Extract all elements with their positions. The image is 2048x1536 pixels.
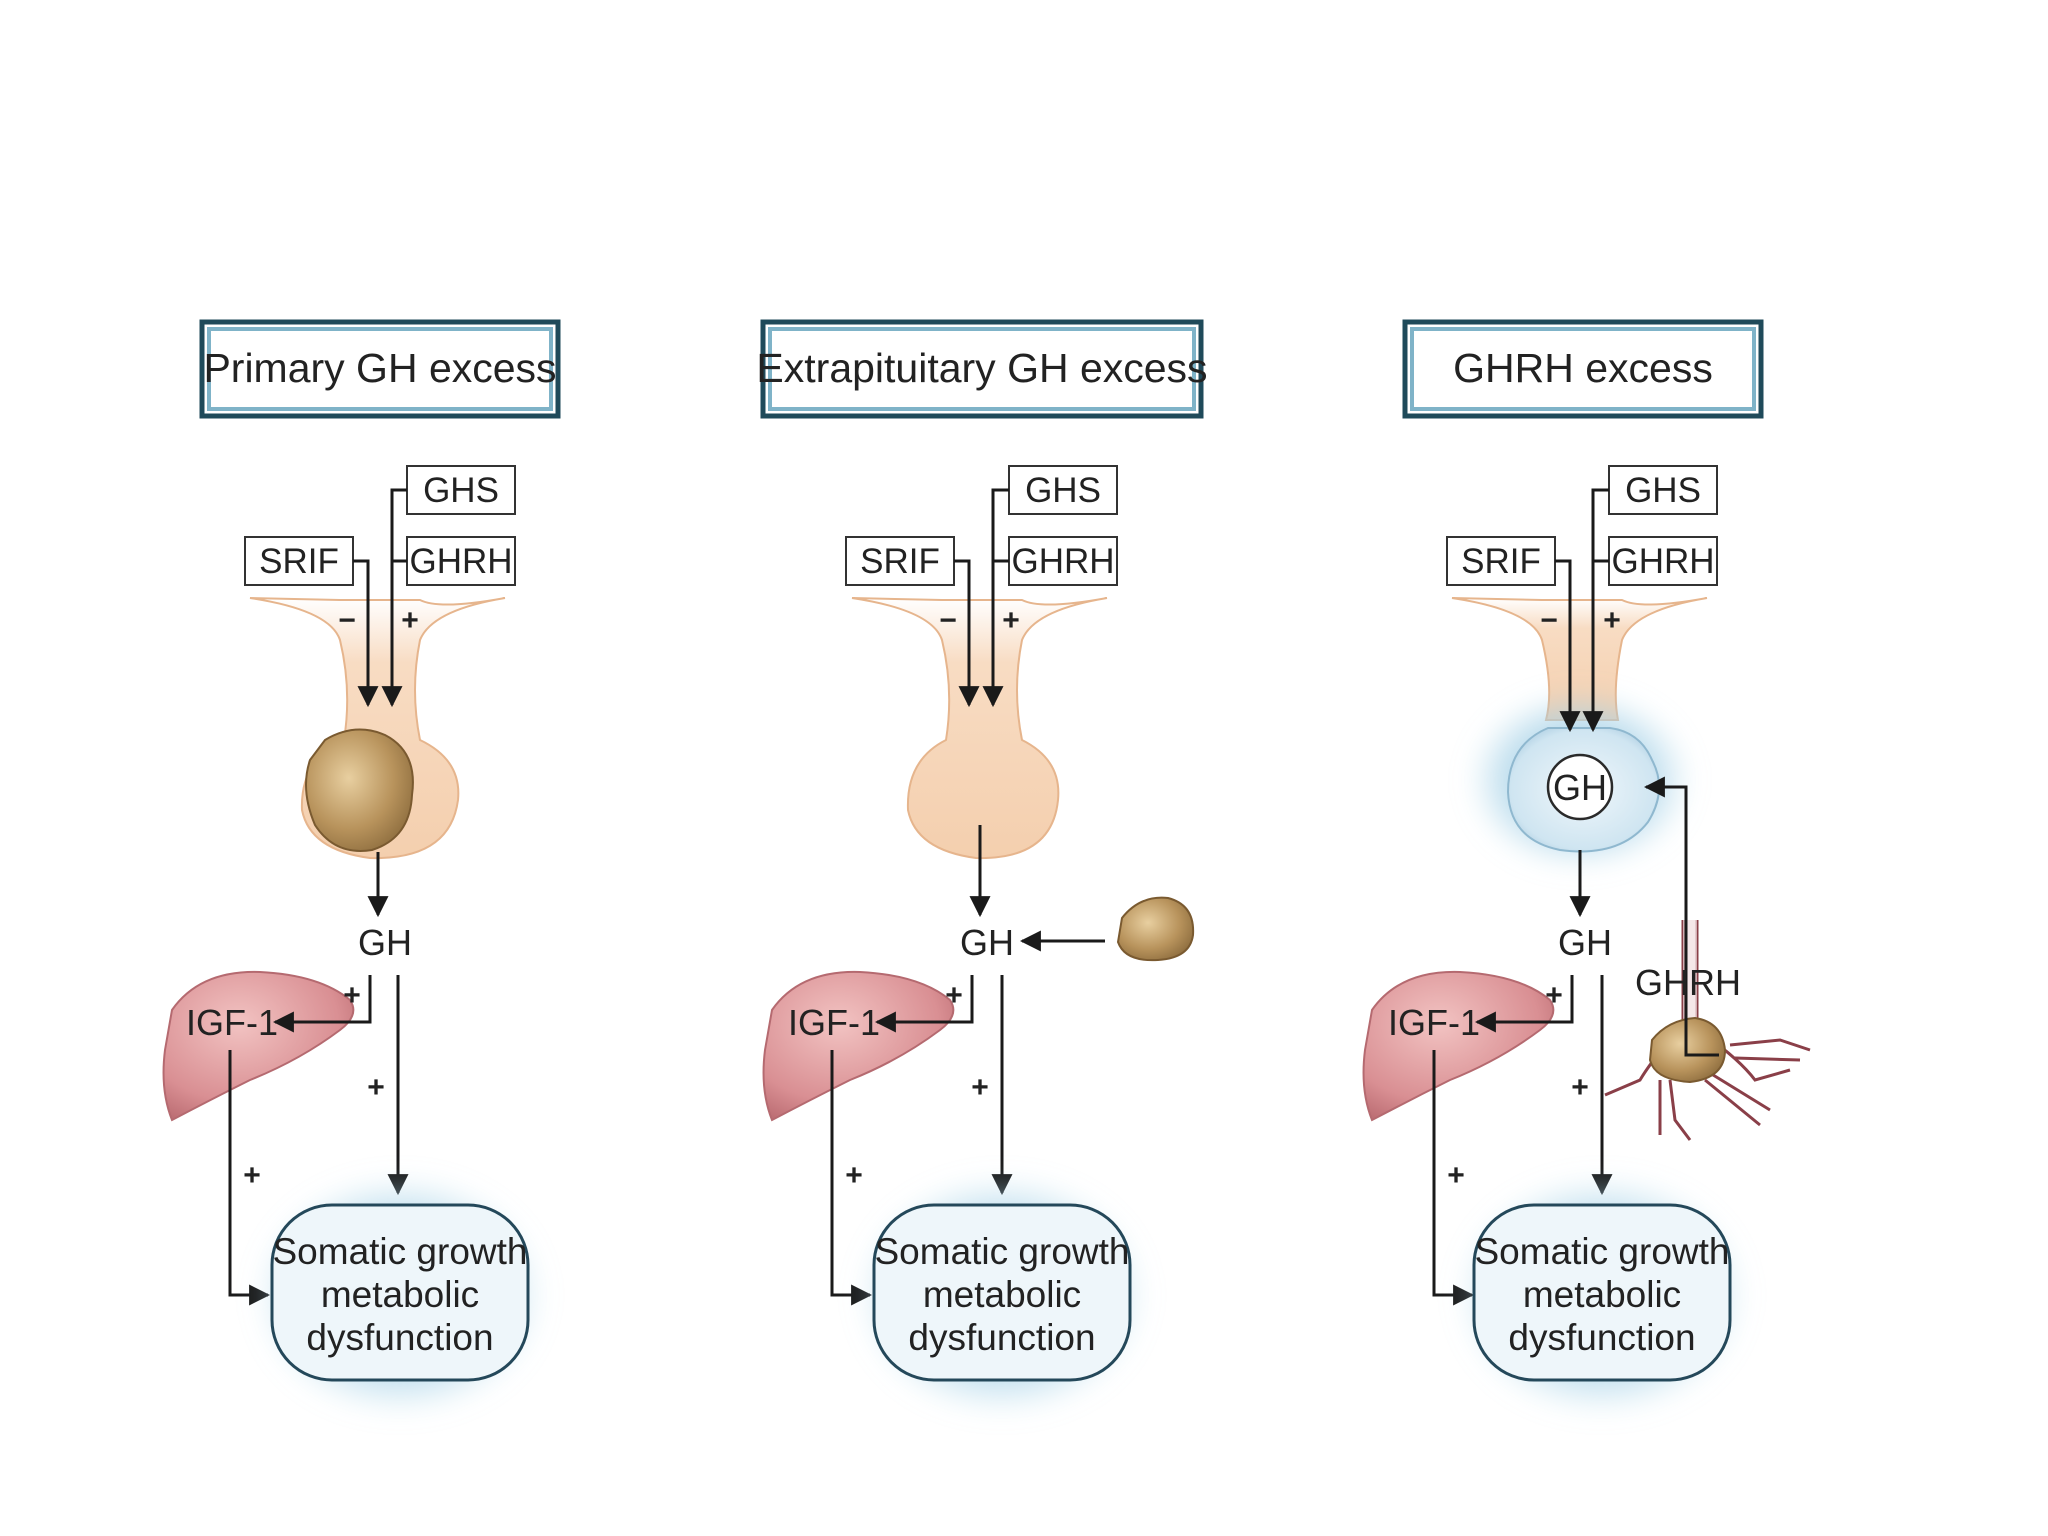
liver xyxy=(762,970,955,1122)
srif-box: SRIF xyxy=(244,536,354,586)
igf1-label: IGF-1 xyxy=(1388,1002,1480,1043)
outcome-line-3: dysfunction xyxy=(306,1317,493,1358)
ghrh-box: GHRH xyxy=(1008,536,1118,586)
ghrh-source-neuron xyxy=(1604,920,1811,1141)
outcome-line-3: dysfunction xyxy=(908,1317,1095,1358)
ghs-label: GHS xyxy=(423,471,499,510)
ghrh-source-label: GHRH xyxy=(1635,962,1741,1003)
outcome-box: Somatic growth metabolic dysfunction xyxy=(255,1175,545,1415)
outcome-line-2: metabolic xyxy=(923,1274,1081,1315)
outcome-line-1: Somatic growth xyxy=(875,1231,1130,1272)
srif-label: SRIF xyxy=(860,542,940,581)
panel-ghrh-excess: GHRH excess GHS GHRH SRIF − + GH xyxy=(1362,319,1811,1415)
liver xyxy=(162,970,355,1122)
srif-box: SRIF xyxy=(1446,536,1556,586)
pituitary-gland xyxy=(851,597,1108,860)
panel-title: GHRH excess xyxy=(1453,345,1713,391)
igf-plus: + xyxy=(343,979,361,1012)
outcome-line-1: Somatic growth xyxy=(273,1231,528,1272)
srif-minus: − xyxy=(1540,604,1558,637)
liver xyxy=(1362,970,1555,1122)
panel-extrapituitary: Extrapituitary GH excess GHS GHRH SRIF −… xyxy=(756,319,1208,1415)
srif-label: SRIF xyxy=(1461,542,1541,581)
ghrh-plus: + xyxy=(1603,604,1621,637)
gh-cell-label: GH xyxy=(1553,767,1607,808)
ghs-box: GHS xyxy=(406,465,516,515)
gh-cell: GH xyxy=(1546,753,1614,821)
title-box: GHRH excess xyxy=(1402,319,1764,419)
srif-minus: − xyxy=(338,604,356,637)
igf-plus: + xyxy=(1545,979,1563,1012)
gh-label: GH xyxy=(358,922,412,963)
srif-label: SRIF xyxy=(259,542,339,581)
ghrh-box: GHRH xyxy=(1608,536,1718,586)
igf1-label: IGF-1 xyxy=(186,1002,278,1043)
ghrh-box: GHRH xyxy=(406,536,516,586)
outcome-line-3: dysfunction xyxy=(1508,1317,1695,1358)
ghs-label: GHS xyxy=(1625,471,1701,510)
gh-outcome-plus: + xyxy=(971,1071,989,1104)
ghrh-label: GHRH xyxy=(1011,542,1114,581)
outcome-box: Somatic growth metabolic dysfunction xyxy=(857,1175,1147,1415)
srif-minus: − xyxy=(939,604,957,637)
igf-outcome-plus: + xyxy=(243,1159,261,1192)
outcome-line-2: metabolic xyxy=(321,1274,479,1315)
ghrh-label: GHRH xyxy=(1611,542,1714,581)
outcome-line-2: metabolic xyxy=(1523,1274,1681,1315)
igf-plus: + xyxy=(945,979,963,1012)
srif-box: SRIF xyxy=(845,536,955,586)
ghs-box: GHS xyxy=(1608,465,1718,515)
gh-outcome-plus: + xyxy=(1571,1071,1589,1104)
ghrh-plus: + xyxy=(1002,604,1020,637)
title-box: Primary GH excess xyxy=(199,319,561,419)
panel-title: Primary GH excess xyxy=(203,345,556,391)
pituitary-tumor xyxy=(305,728,414,852)
ghs-label: GHS xyxy=(1025,471,1101,510)
outcome-box: Somatic growth metabolic dysfunction xyxy=(1457,1175,1747,1415)
ghs-box: GHS xyxy=(1008,465,1118,515)
ghrh-label: GHRH xyxy=(409,542,512,581)
igf-outcome-plus: + xyxy=(1447,1159,1465,1192)
outcome-line-1: Somatic growth xyxy=(1475,1231,1730,1272)
gh-outcome-plus: + xyxy=(367,1071,385,1104)
igf1-label: IGF-1 xyxy=(788,1002,880,1043)
panel-primary: Primary GH excess GHS GHRH SRIF − + xyxy=(162,319,561,1415)
gh-label: GH xyxy=(1558,922,1612,963)
title-box: Extrapituitary GH excess xyxy=(756,319,1208,419)
ectopic-tumor xyxy=(1116,896,1195,962)
pituitary-gland xyxy=(1451,597,1708,870)
igf-outcome-plus: + xyxy=(845,1159,863,1192)
gh-label: GH xyxy=(960,922,1014,963)
panel-title: Extrapituitary GH excess xyxy=(756,345,1207,391)
ghrh-plus: + xyxy=(401,604,419,637)
